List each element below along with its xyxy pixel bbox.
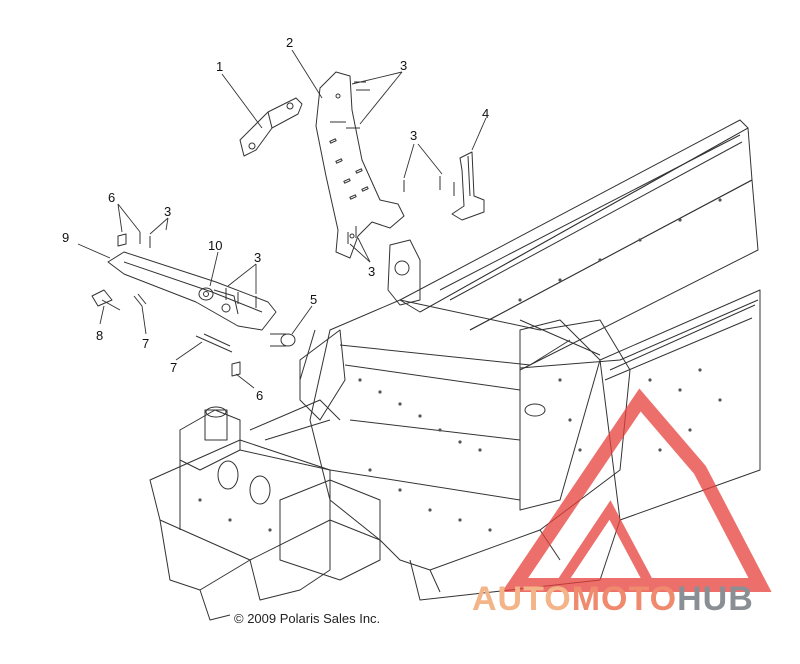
part-2-plate	[315, 71, 405, 259]
part-8-clip	[91, 289, 121, 311]
callout-6: 6	[108, 190, 115, 205]
callout-5: 5	[310, 292, 317, 307]
callouts: 1 2 3 3 3 3 3 4 5 6 6 7 7 8 9 10	[62, 35, 489, 403]
callout-8: 8	[96, 328, 103, 343]
leader-lines	[77, 49, 487, 389]
part-6-bolts	[117, 233, 241, 377]
callout-6: 6	[256, 388, 263, 403]
copyright-text: © 2009 Polaris Sales Inc.	[234, 611, 381, 626]
part-7-fasteners	[133, 293, 233, 353]
part-9-rail	[107, 251, 277, 331]
callout-3: 3	[254, 250, 261, 265]
watermark-logo-icon	[501, 388, 772, 592]
part-1-bracket	[239, 97, 303, 157]
callout-7: 7	[142, 336, 149, 351]
watermark-part-hub: HUB	[677, 580, 754, 618]
callout-10: 10	[208, 238, 222, 253]
callout-3: 3	[410, 128, 417, 143]
callout-3: 3	[400, 58, 407, 73]
callout-1: 1	[216, 59, 223, 74]
part-4-bracket	[451, 151, 485, 221]
callout-2: 2	[286, 35, 293, 50]
front-subframe	[149, 399, 381, 621]
callout-7: 7	[170, 360, 177, 375]
part-3-screws	[139, 81, 455, 308]
part-10-roller	[198, 287, 214, 301]
callout-3: 3	[164, 204, 171, 219]
watermark-part-moto: MOTO	[571, 580, 678, 618]
callout-4: 4	[482, 106, 489, 121]
callout-3: 3	[368, 264, 375, 279]
chassis-rivets	[198, 198, 722, 532]
chassis-tunnel	[399, 119, 761, 521]
part-5-bushing	[270, 333, 296, 347]
watermark-brand: AUTOMOTOHUB	[472, 580, 754, 619]
watermark-part-auto: AUTO	[472, 580, 572, 618]
callout-9: 9	[62, 230, 69, 245]
